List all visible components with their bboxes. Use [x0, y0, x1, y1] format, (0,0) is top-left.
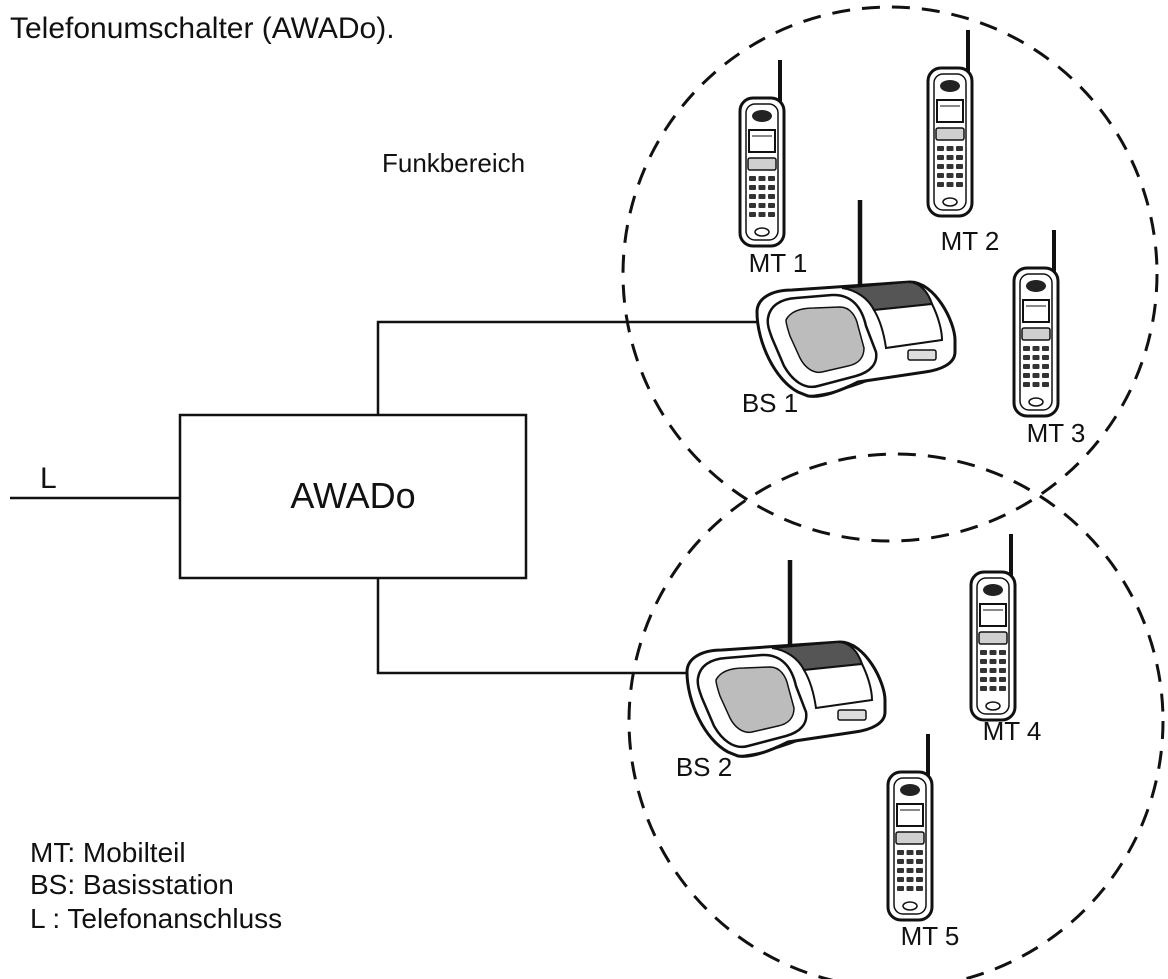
handset-icon [969, 532, 1017, 722]
connection-bs1 [376, 320, 760, 415]
handset-label: MT 1 [749, 248, 808, 278]
base-station-label: BS 2 [676, 752, 732, 782]
diagram-caption: Telefonumschalter (AWADo). [10, 12, 395, 45]
coverage-area-2 [627, 452, 1165, 979]
handset-icon [1012, 228, 1060, 418]
line-label: L [40, 462, 57, 495]
coverage-area-label: Funkbereich [382, 148, 525, 178]
switch-label: AWADo [290, 475, 415, 516]
handset-label: MT 4 [983, 716, 1042, 746]
handset-label: MT 5 [901, 921, 960, 951]
handset-icon [738, 58, 786, 248]
connection-bs2 [376, 578, 690, 675]
legend-item: MT: Mobilteil [30, 837, 186, 868]
legend-item: BS: Basisstation [30, 869, 234, 900]
base-station-label: BS 1 [742, 388, 798, 418]
switch-box [178, 413, 528, 580]
legend-item: L : Telefonanschluss [30, 903, 282, 934]
handset-icon [926, 28, 974, 218]
handset-icon [886, 732, 934, 922]
base-station-icon [757, 200, 955, 396]
coverage-area-1 [621, 5, 1159, 543]
handset-label: MT 2 [941, 226, 1000, 256]
base-station-icon [687, 560, 885, 756]
handset-label: MT 3 [1027, 418, 1086, 448]
